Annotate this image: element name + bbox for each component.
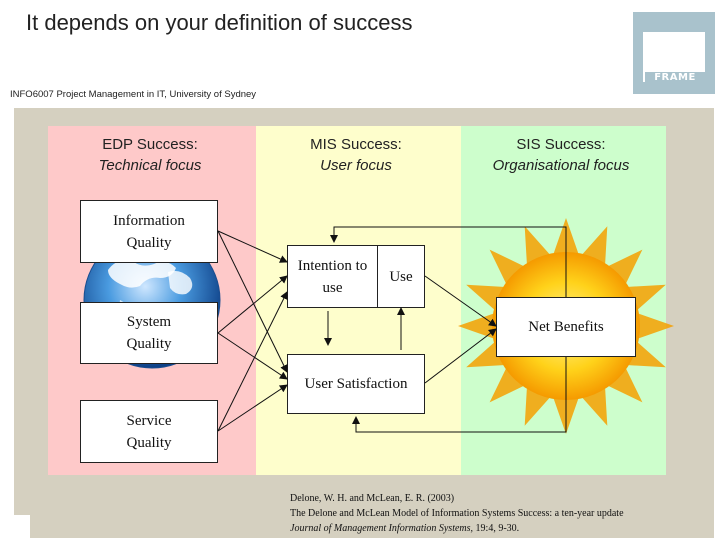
mis-heading: MIS Success: User focus <box>266 134 446 176</box>
arrow-service-to-intention <box>217 291 288 432</box>
intention-use-box: Intention to use Use <box>287 245 425 308</box>
citation: Delone, W. H. and McLean, E. R. (2003) T… <box>290 491 624 536</box>
service-quality-label: Service Quality <box>126 412 172 451</box>
sis-heading-label: SIS Success: <box>516 136 606 153</box>
mis-focus-label: User focus <box>320 157 392 174</box>
frame-logo: FRAME <box>633 12 715 94</box>
arrow-satisfaction-to-net-benefits <box>424 328 497 384</box>
net-benefits-box: Net Benefits <box>496 297 636 357</box>
citation-pages: 19:4, 9-30. <box>475 523 520 534</box>
system-quality-label: System Quality <box>126 314 172 352</box>
service-quality-box: Service Quality <box>80 400 218 463</box>
frame-notch <box>14 515 30 538</box>
use-cell: Use <box>378 246 424 307</box>
citation-journal: Journal of Management Information System… <box>290 523 474 534</box>
sis-focus-label: Organisational focus <box>492 157 630 174</box>
edp-focus-label: Technical focus <box>98 157 202 174</box>
sis-heading: SIS Success: Organisational focus <box>466 134 656 176</box>
course-subtitle: INFO6007 Project Management in IT, Unive… <box>10 89 257 100</box>
citation-authors: Delone, W. H. and McLean, E. R. (2003) <box>290 493 455 504</box>
use-label: Use <box>389 268 413 285</box>
arrow-use-to-net-benefits <box>424 275 497 327</box>
citation-title: The Delone and McLean Model of Informati… <box>290 508 624 519</box>
intention-to-use-cell: Intention to use <box>288 246 378 307</box>
edp-heading: EDP Success: Technical focus <box>60 134 240 176</box>
arrow-feedback-to-intention <box>330 226 567 297</box>
arrow-info-to-satisfaction <box>217 230 288 373</box>
intention-to-use-label: Intention to use <box>297 257 368 296</box>
system-quality-box: System Quality <box>80 302 218 364</box>
information-quality-box: Information Quality <box>80 200 218 263</box>
user-satisfaction-label: User Satisfaction <box>304 376 408 392</box>
information-quality-label: Information Quality <box>113 212 185 251</box>
arrow-system-to-satisfaction <box>217 332 288 380</box>
arrow-info-to-intention <box>217 230 288 263</box>
mis-heading-label: MIS Success: <box>310 136 402 153</box>
edp-heading-label: EDP Success: <box>102 136 198 153</box>
logo-text: FRAME <box>645 72 705 83</box>
user-satisfaction-box: User Satisfaction <box>287 354 425 414</box>
net-benefits-label: Net Benefits <box>528 319 604 335</box>
arrow-feedback-to-satisfaction <box>352 357 567 433</box>
arrow-system-to-intention <box>217 275 288 334</box>
citation-source: Journal of Management Information System… <box>290 521 624 536</box>
arrow-service-to-satisfaction <box>217 384 288 432</box>
slide-title: It depends on your definition of success <box>26 10 413 35</box>
